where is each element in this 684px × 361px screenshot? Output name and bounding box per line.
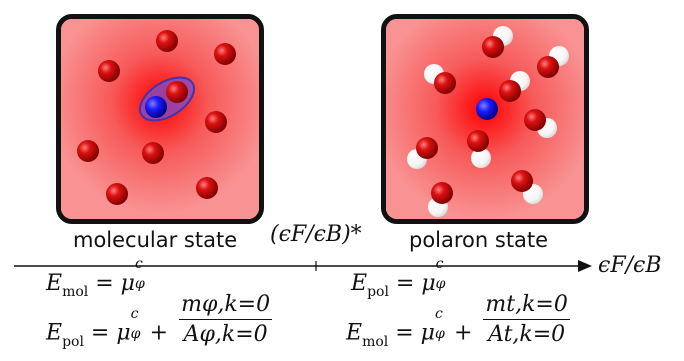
fermion-particle: [416, 137, 438, 159]
fermion-particle: [214, 43, 236, 65]
eq-denominator: Aφ,k=0: [183, 322, 268, 347]
fermion-particle: [156, 30, 178, 52]
fermion-particles: [416, 36, 559, 204]
fermion-particle: [524, 109, 546, 131]
eq-symbol: μ: [120, 271, 135, 296]
fermion-particle: [467, 130, 489, 152]
molecular-state-caption: molecular state: [73, 228, 238, 252]
polaron-state-caption: polaron state: [409, 228, 549, 252]
critical-ratio-label: (ϵF/ϵB)*: [270, 222, 362, 247]
hole-marker: [471, 148, 491, 168]
eq-symbol: μ: [116, 320, 131, 346]
fermion-particle: [106, 183, 128, 205]
fermion-particle: [98, 60, 120, 82]
axis-arrowhead: [578, 260, 592, 272]
eq-subscript: pol: [62, 333, 84, 350]
eq-symbol: E: [46, 271, 63, 296]
fermion-particle: [499, 80, 521, 102]
eq-subscript: mol: [362, 333, 389, 350]
eq-subscript: pol: [367, 284, 389, 300]
fermion-particles: [77, 30, 236, 205]
fermion-particle: [142, 142, 164, 164]
eq-numerator: mφ,k=0: [179, 292, 273, 320]
impurity-particle: [145, 96, 167, 118]
molecular-state-panel: [56, 14, 264, 224]
eq-symbol: μ: [421, 271, 436, 296]
fermion-particle: [77, 140, 99, 162]
eq-symbol: μ: [420, 320, 435, 346]
molecular-state-illustration: [61, 19, 259, 219]
impurity-particle: [476, 98, 498, 120]
eq-denominator: At,k=0: [488, 322, 566, 347]
eq-subscript: mol: [62, 284, 89, 300]
polaron-state-panel: [381, 14, 589, 224]
fermion-particle: [434, 72, 456, 94]
fermion-particle: [205, 111, 227, 133]
fermion-particle: [482, 36, 504, 58]
fermion-particle: [511, 170, 533, 192]
polaron-state-illustration: [386, 19, 584, 219]
eq-symbol: E: [346, 320, 363, 346]
fermion-particle: [431, 182, 453, 204]
fermion-particle: [196, 177, 218, 199]
fermion-particle: [537, 56, 559, 78]
axis-label: ϵF/ϵB: [598, 253, 662, 278]
eq-symbol: E: [46, 320, 63, 346]
eq-fraction: mφ,k=0 Aφ,k=0: [179, 292, 273, 347]
eq-numerator: mt,k=0: [483, 292, 570, 320]
eq-fraction: mt,k=0 At,k=0: [483, 292, 570, 347]
bound-fermion: [166, 81, 188, 103]
eq-symbol: E: [351, 271, 368, 296]
